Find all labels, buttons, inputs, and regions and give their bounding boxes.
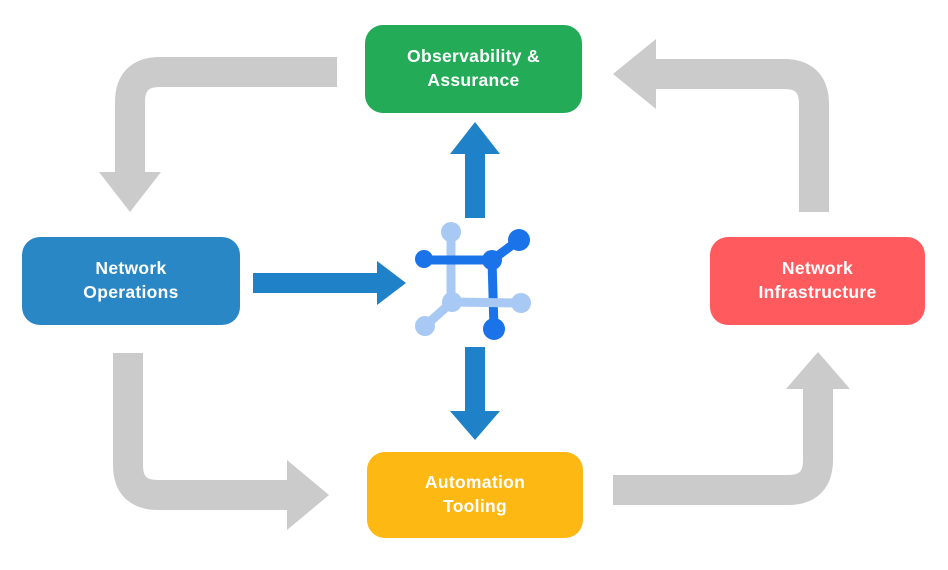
flow-arrow-observability-to-operations (99, 57, 337, 212)
node-label-line: Automation (424, 472, 526, 493)
node-label-line: Observability & (407, 46, 540, 67)
node-label-line: Assurance (427, 70, 520, 90)
core-arrow-core-to-observability (450, 122, 500, 218)
flow-arrow-operations-to-automation (113, 353, 329, 530)
node-observability-assurance: Observability & Assurance (365, 25, 582, 113)
flow-arrow-automation-to-infrastructure (613, 352, 850, 505)
core-arrow-operations-to-core (253, 261, 406, 305)
node-label-line: Operations (83, 282, 179, 302)
node-network-operations: Network Operations (22, 237, 240, 325)
node-network-infrastructure: Network Infrastructure (710, 237, 925, 325)
flow-arrow-infrastructure-to-observability (613, 39, 829, 212)
network-automation-icon (415, 222, 531, 340)
core-arrow-core-to-automation (450, 347, 500, 440)
node-automation-tooling: Automation Tooling (367, 452, 583, 538)
node-label-line: Infrastructure (758, 282, 877, 302)
node-label-line: Network (781, 258, 854, 279)
node-label-line: Tooling (443, 496, 507, 516)
node-label-line: Network (95, 258, 167, 279)
